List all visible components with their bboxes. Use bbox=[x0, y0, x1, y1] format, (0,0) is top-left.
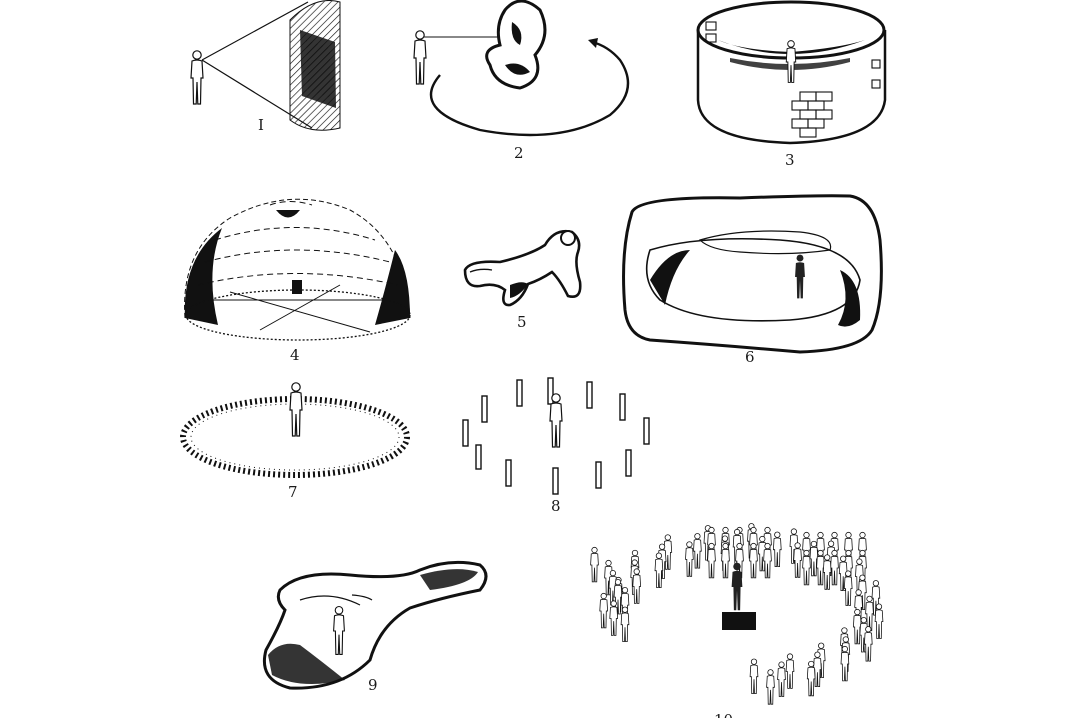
person-in-curved-hollow-icon bbox=[263, 560, 488, 690]
figure-6-label: 6 bbox=[745, 348, 755, 366]
figure-7: 7 bbox=[180, 382, 410, 501]
figure-10: 10 bbox=[590, 523, 884, 718]
figure-9: 9 bbox=[263, 560, 488, 694]
person-projecting-onto-screen-icon bbox=[190, 0, 341, 131]
reclining-figure-icon bbox=[463, 230, 582, 307]
figure-8: 8 bbox=[462, 377, 650, 515]
figure-4: 4 bbox=[184, 198, 411, 364]
figure-3-label: 3 bbox=[785, 151, 795, 169]
person-in-ring-icon bbox=[180, 382, 410, 478]
person-in-organic-enclosure-icon bbox=[622, 194, 883, 354]
crowd-in-circle-icon bbox=[590, 523, 884, 705]
person-circling-sculpture-icon bbox=[413, 0, 630, 137]
figure-2-label: 2 bbox=[514, 144, 524, 162]
figure-3: 3 bbox=[696, 0, 887, 169]
figure-7-label: 7 bbox=[288, 483, 298, 501]
figure-6: 6 bbox=[622, 194, 883, 366]
person-in-circle-of-posts-icon bbox=[462, 377, 650, 495]
figure-10-label: 10 bbox=[714, 711, 733, 718]
figure-4-label: 4 bbox=[290, 346, 300, 364]
figure-9-label: 9 bbox=[368, 676, 378, 694]
figure-1: I bbox=[190, 0, 341, 134]
figure-1-label: I bbox=[258, 116, 264, 134]
figure-5-label: 5 bbox=[517, 313, 527, 331]
hemispherical-dome-icon bbox=[184, 198, 411, 341]
figure-5: 5 bbox=[463, 230, 582, 331]
person-inside-round-brick-wall-icon bbox=[696, 0, 887, 145]
figure-2: 2 bbox=[413, 0, 630, 162]
figure-8-label: 8 bbox=[551, 497, 561, 515]
